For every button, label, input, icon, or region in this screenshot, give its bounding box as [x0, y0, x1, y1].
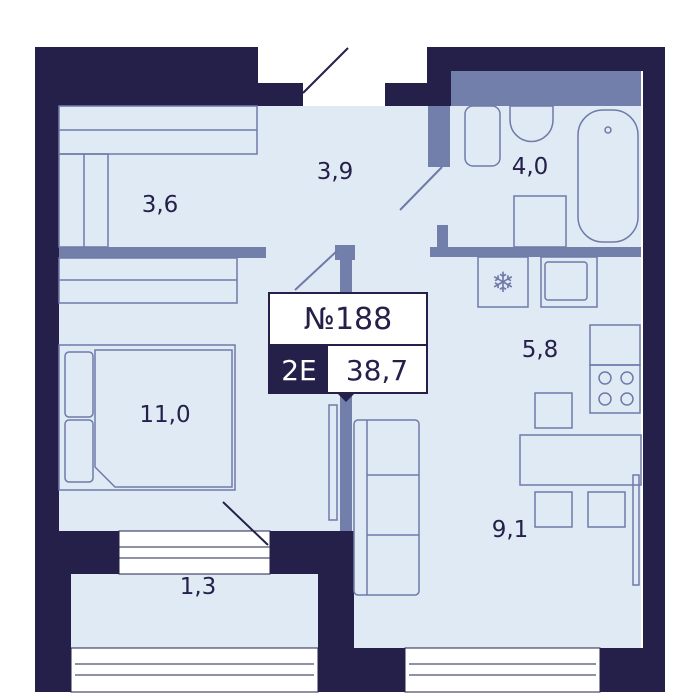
sofa — [353, 419, 420, 596]
room-area-hallway: 3,9 — [316, 159, 354, 185]
bathroom-ceiling-overlay — [451, 71, 641, 106]
door-swings — [222, 47, 349, 546]
bathroom-door — [399, 166, 443, 211]
bed — [58, 344, 236, 491]
toilet — [464, 105, 501, 167]
floors — [59, 71, 641, 648]
chair — [587, 491, 626, 528]
bathtub — [577, 109, 639, 243]
furniture — [58, 105, 642, 596]
stove — [589, 364, 641, 414]
room-area-wardrobe: 3,6 — [141, 192, 179, 218]
bedroom-door — [294, 249, 339, 291]
sink — [509, 105, 554, 143]
chair — [534, 392, 573, 429]
room-area-bedroom: 11,0 — [139, 402, 191, 428]
fridge — [477, 256, 529, 308]
washing-machine — [513, 195, 567, 248]
chair — [534, 491, 573, 528]
apartment-badge: №188 2E 38,7 — [268, 292, 428, 394]
room-area-bathroom: 4,0 — [511, 154, 549, 180]
windows — [70, 530, 601, 693]
room-area-kitchen: 5,8 — [521, 337, 559, 363]
kitchen-sink — [540, 256, 598, 308]
snowflake-icon: ❄ — [491, 266, 514, 299]
room-area-living: 9,1 — [491, 517, 529, 543]
tv-stand — [328, 404, 338, 521]
apartment-total-area: 38,7 — [345, 353, 409, 387]
dining-table — [519, 434, 642, 486]
apartment-type: 2E — [270, 346, 328, 394]
apartment-number: №188 — [270, 294, 426, 346]
badge-pointer — [336, 392, 356, 402]
room-area-balcony: 1,3 — [179, 574, 217, 600]
